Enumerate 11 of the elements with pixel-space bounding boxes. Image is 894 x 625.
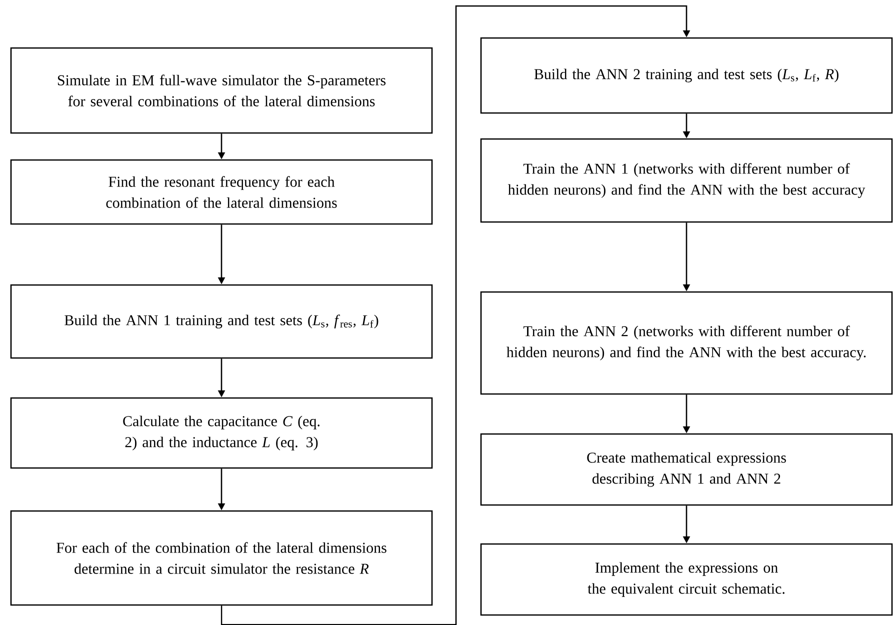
process-box: For each of the combination of the lateral dimensions determine in a circuit simulator the resistance R: [10, 510, 433, 606]
arrow: [220, 5, 690, 625]
process-box: Train the ANN 2 (networks with different number of hidden neurons) and find the ANN with the best accuracy.: [480, 291, 893, 395]
process-box: Calculate the capacitance C (eq. 2) and the inductance L (eq. 3): [10, 397, 433, 469]
process-box: Simulate in EM full-wave simulator the S-parameters for several combinations of the lateral dimensions: [10, 47, 433, 134]
process-box: Train the ANN 1 (networks with different number of hidden neurons) and find the ANN with the best accuracy: [480, 138, 893, 223]
process-box: Create mathematical expressions describing ANN 1 and ANN 2: [480, 433, 893, 506]
process-box: Implement the expressions on the equivalent circuit schematic.: [480, 543, 893, 616]
process-box: Build the ANN 2 training and test sets (L$_{s}$, L$_{f}$, R): [480, 37, 893, 114]
process-box: Find the resonant frequency for each combination of the lateral dimensions: [10, 159, 433, 225]
process-box: Build the ANN 1 training and test sets (L$_{s}$, f$_{res}$, L$_{f}$): [10, 284, 433, 359]
